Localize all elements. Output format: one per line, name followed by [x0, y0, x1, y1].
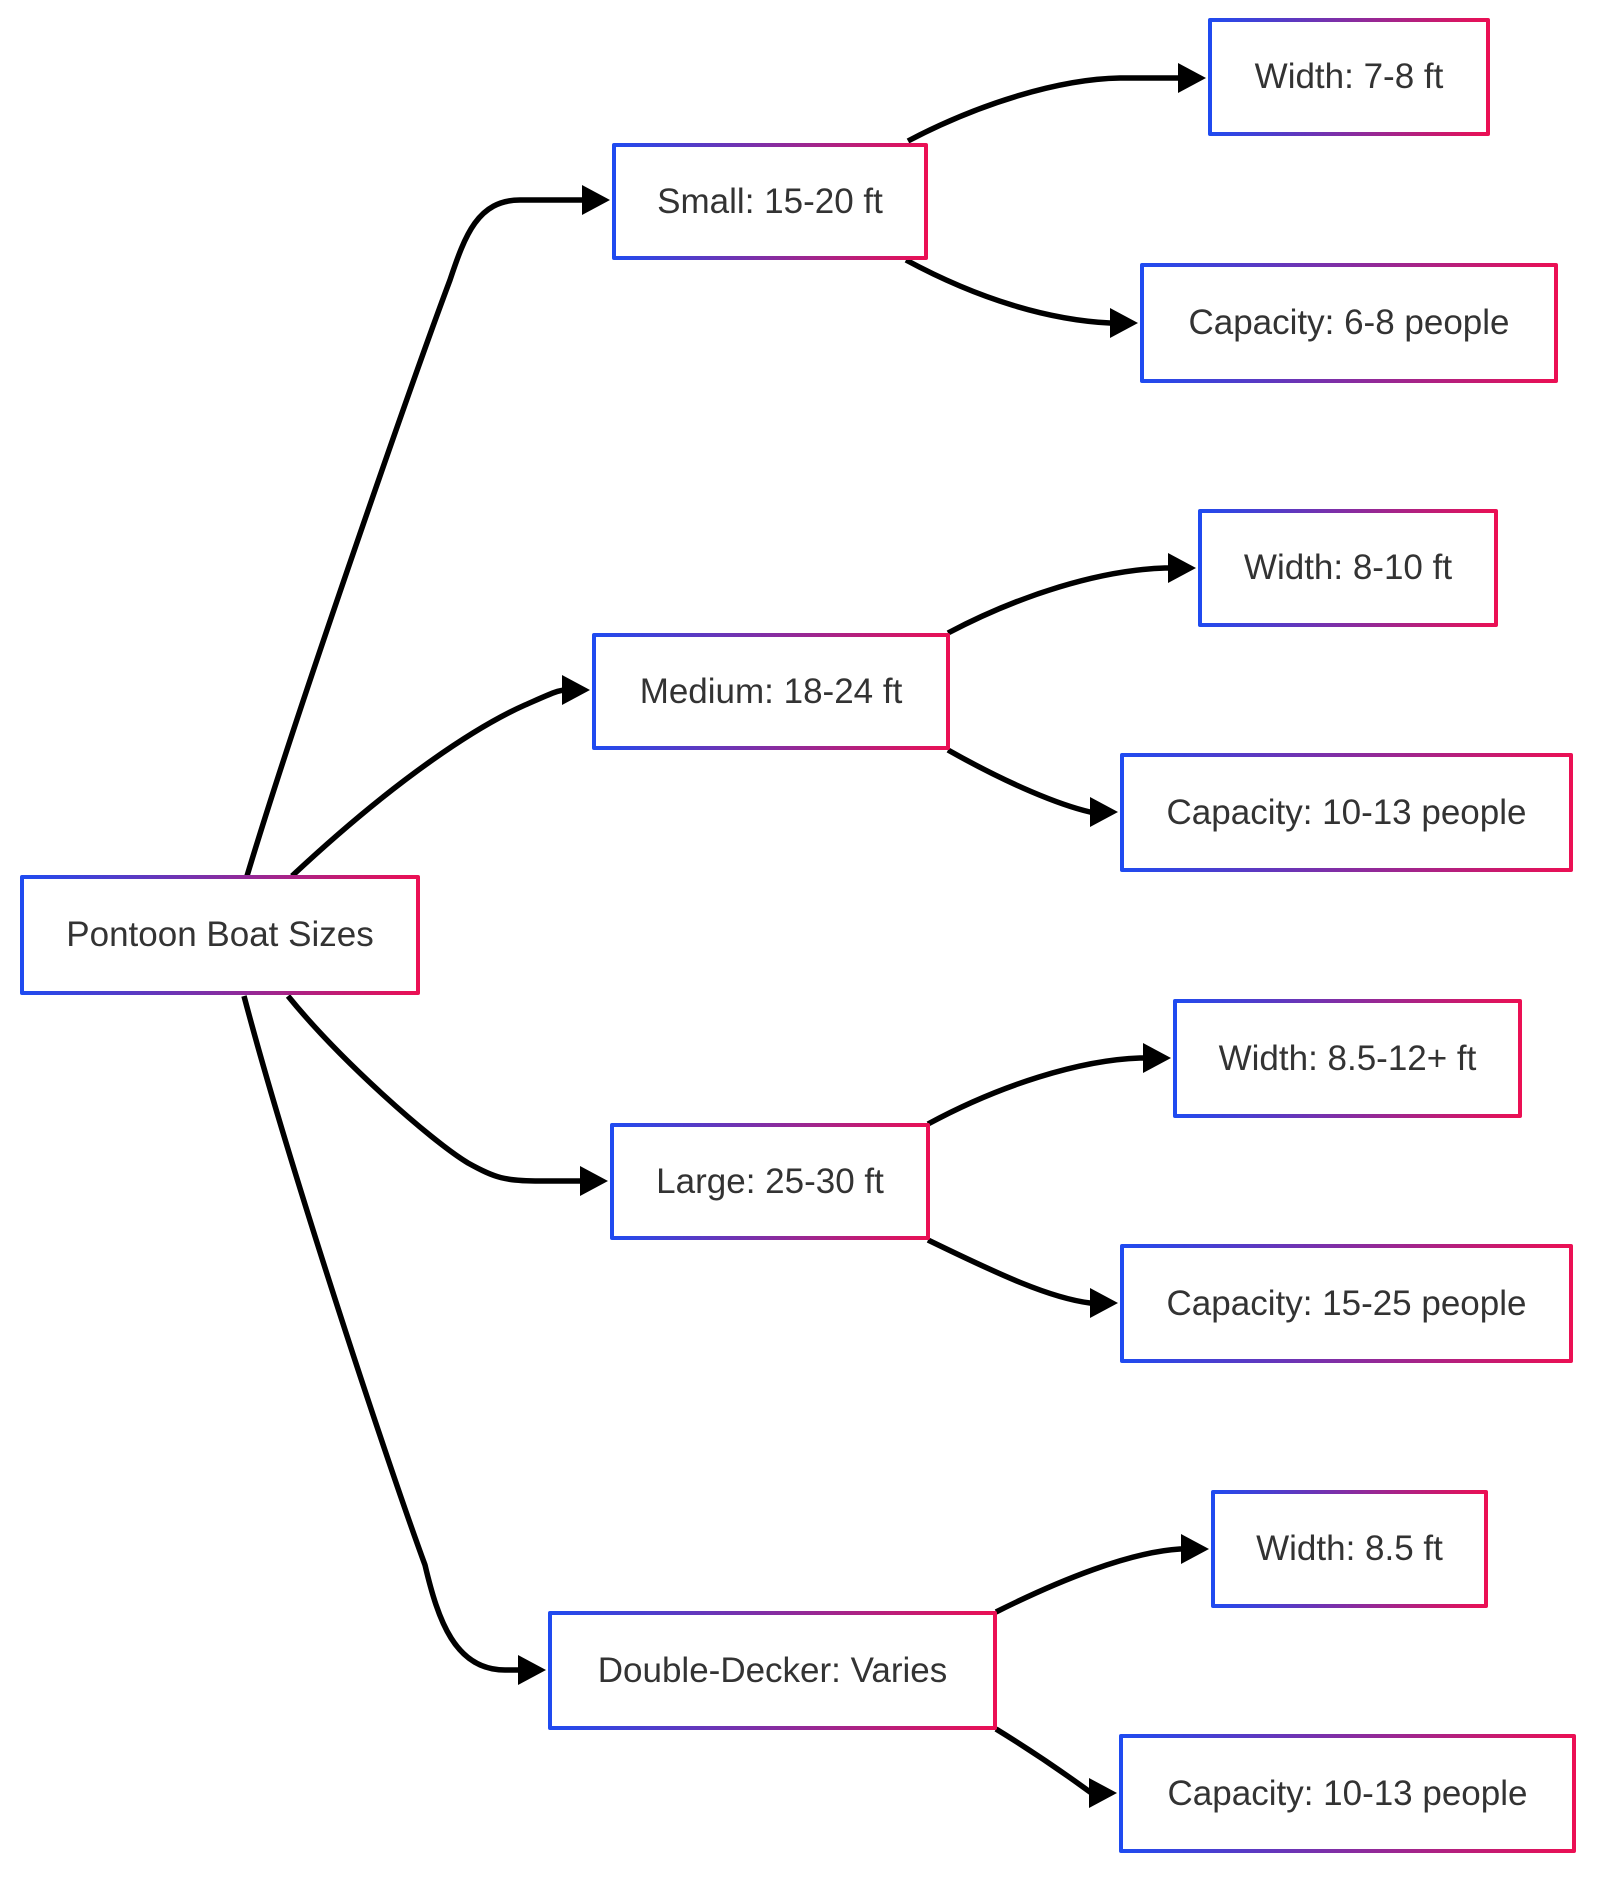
edge-root-medium [290, 687, 567, 879]
edge-root-double-decker [241, 995, 522, 1673]
arrowhead-icon [1090, 797, 1118, 827]
node-large: Large: 25-30 ft [610, 1123, 930, 1240]
edge-root-small [244, 197, 586, 877]
arrowhead-icon [1178, 63, 1206, 93]
arrowhead-icon [1181, 1534, 1209, 1564]
node-medium: Medium: 18-24 ft [592, 633, 950, 750]
arrowhead-icon [1089, 1778, 1117, 1808]
node-root-label: Pontoon Boat Sizes [24, 879, 416, 991]
node-large-width: Width: 8.5-12+ ft [1173, 999, 1522, 1118]
node-large-capacity: Capacity: 15-25 people [1120, 1244, 1573, 1363]
arrowhead-icon [1110, 308, 1138, 338]
arrowhead-icon [580, 1166, 608, 1196]
node-medium-width: Width: 8-10 ft [1198, 509, 1498, 627]
node-double-decker-capacity-label: Capacity: 10-13 people [1123, 1738, 1572, 1849]
arrowhead-icon [582, 185, 610, 215]
node-small-label: Small: 15-20 ft [616, 147, 924, 256]
edge-root-large [285, 994, 584, 1184]
node-small-width-label: Width: 7-8 ft [1212, 22, 1486, 132]
arrowhead-icon [1168, 553, 1196, 583]
node-double-decker: Double-Decker: Varies [548, 1611, 997, 1730]
edge-small-width [906, 75, 1182, 144]
node-large-capacity-label: Capacity: 15-25 people [1124, 1248, 1569, 1359]
node-medium-capacity-label: Capacity: 10-13 people [1124, 757, 1569, 868]
edge-double-decker-capacity [994, 1726, 1094, 1796]
edge-medium-capacity [946, 747, 1094, 815]
arrowhead-icon [1143, 1043, 1171, 1073]
node-double-decker-width-label: Width: 8.5 ft [1215, 1494, 1484, 1604]
node-medium-capacity: Capacity: 10-13 people [1120, 753, 1573, 872]
edge-large-capacity [926, 1237, 1094, 1306]
node-medium-label: Medium: 18-24 ft [596, 637, 946, 746]
node-medium-width-label: Width: 8-10 ft [1202, 513, 1494, 623]
node-double-decker-label: Double-Decker: Varies [552, 1615, 993, 1726]
arrowhead-icon [518, 1655, 546, 1685]
node-double-decker-width: Width: 8.5 ft [1211, 1490, 1488, 1608]
arrowhead-icon [1090, 1288, 1118, 1318]
node-root: Pontoon Boat Sizes [20, 875, 420, 995]
node-large-label: Large: 25-30 ft [614, 1127, 926, 1236]
arrowhead-icon [562, 675, 590, 705]
node-small-capacity: Capacity: 6-8 people [1140, 263, 1558, 383]
node-small: Small: 15-20 ft [612, 143, 928, 260]
edge-medium-width [946, 565, 1172, 636]
node-large-width-label: Width: 8.5-12+ ft [1177, 1003, 1518, 1114]
edge-small-capacity [904, 257, 1114, 326]
edge-double-decker-width [994, 1546, 1185, 1615]
node-small-width: Width: 7-8 ft [1208, 18, 1490, 136]
node-small-capacity-label: Capacity: 6-8 people [1144, 267, 1554, 379]
edge-large-width [926, 1055, 1147, 1127]
node-double-decker-capacity: Capacity: 10-13 people [1119, 1734, 1576, 1853]
